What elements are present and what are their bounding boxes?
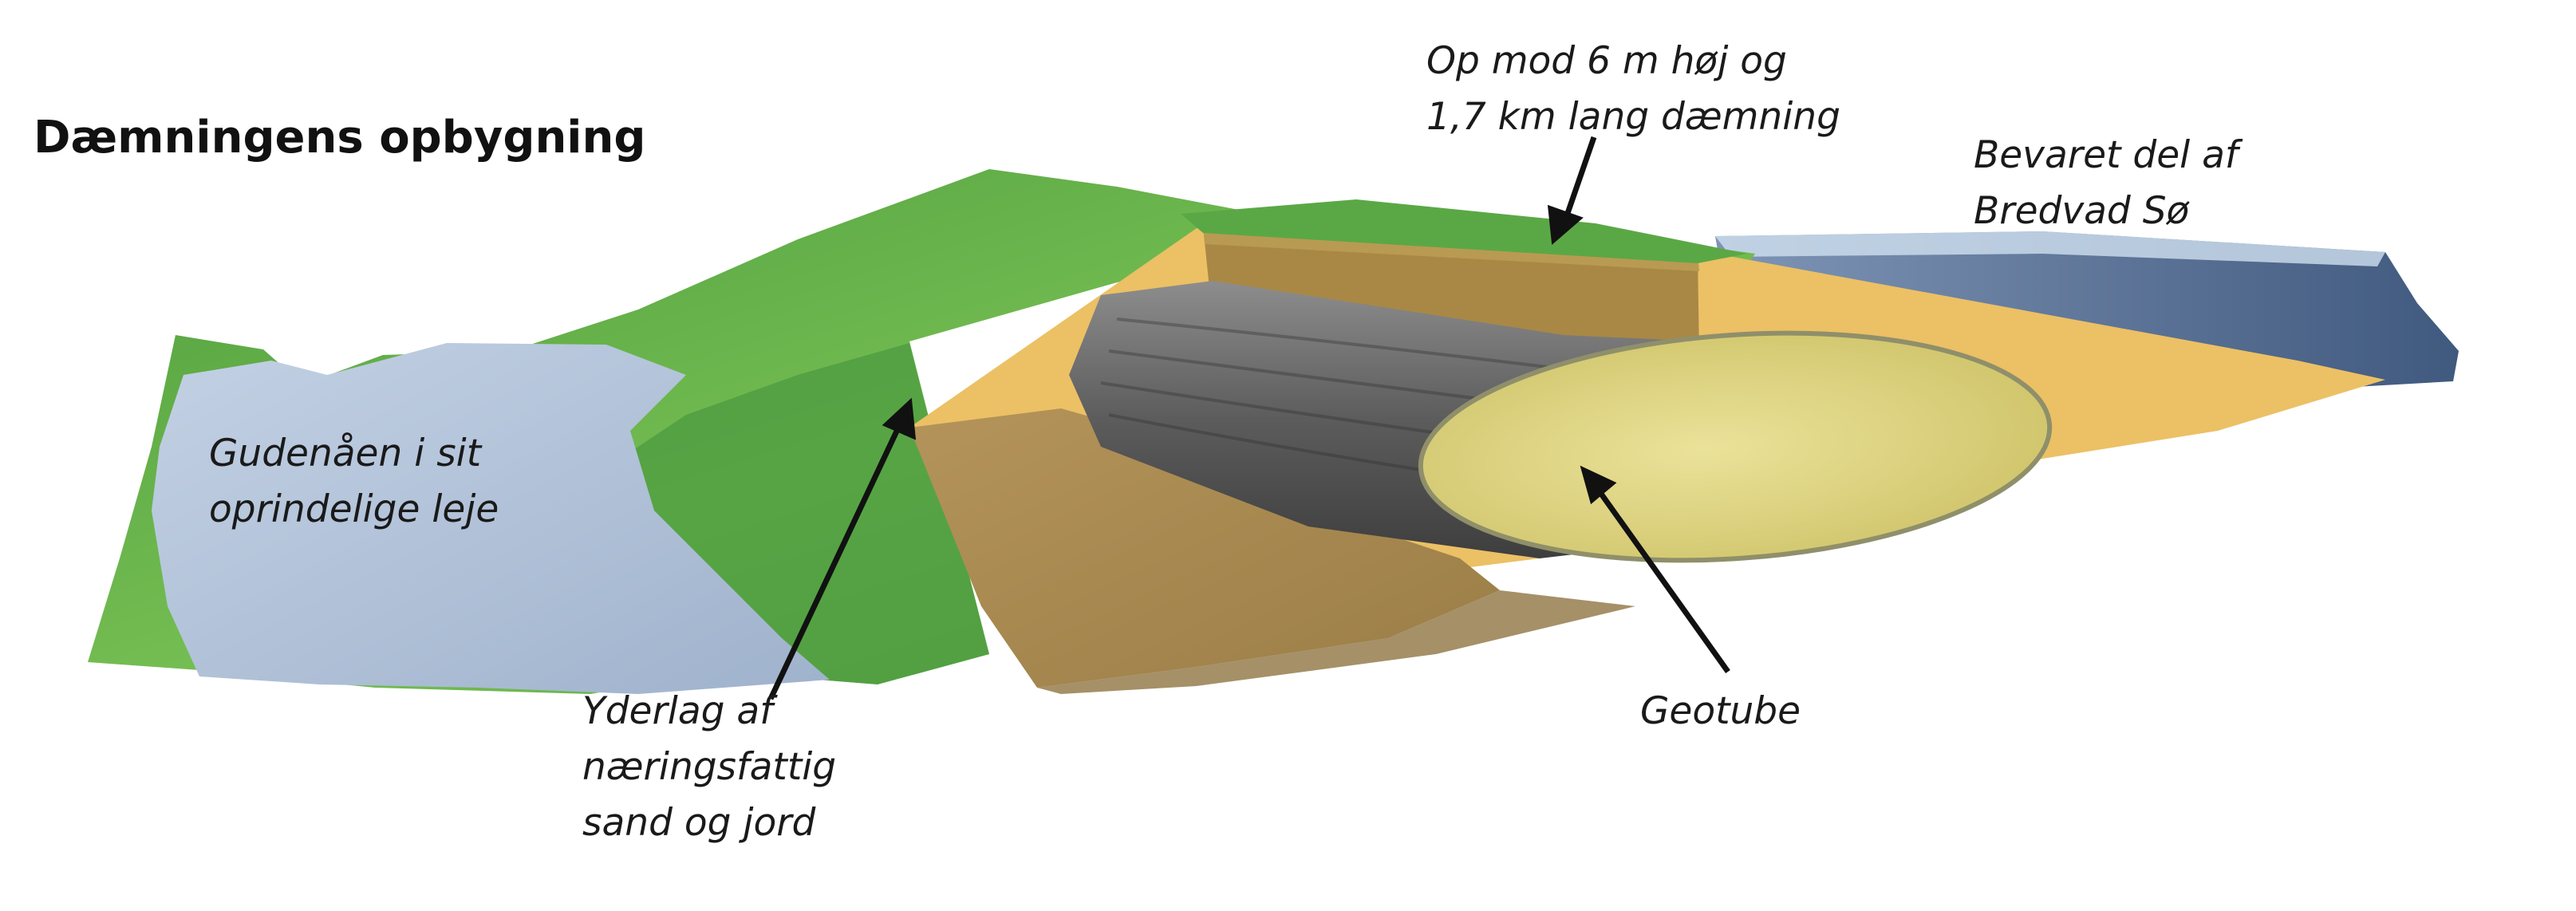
soil-edge [1037,590,1635,694]
arrow-outer-layer [767,397,917,700]
label-dam: Op mod 6 m høj og 1,7 km lang dæmning [1426,34,1840,145]
label-geotube-line: Geotube [1640,689,1801,733]
soil-layer [909,408,1500,688]
label-lake: Bevaret del af Bredvad Sø [1974,128,2238,239]
grass-top [1181,199,1747,263]
label-dam-line: 1,7 km lang dæmning [1426,95,1840,139]
label-dam-line: Op mod 6 m høj og [1426,39,1787,83]
arrow-geotube [1580,465,1730,674]
label-geotube: Geotube [1640,684,1801,739]
diagram-title: Dæmningens opbygning [34,112,646,164]
arrow-dam [1547,136,1597,246]
label-lake-line: Bevaret del af [1974,133,2239,177]
label-river-line: Gudenåen i sit [209,432,482,475]
label-outer-layer-line: sand og jord [582,801,816,845]
label-outer-layer: Yderlag af næringsfattig sand og jord [582,684,836,851]
label-lake-line: Bredvad Sø [1974,189,2190,233]
river [152,343,830,694]
geotube-end [1418,330,2053,563]
label-outer-layer-line: Yderlag af [582,689,773,733]
label-river-line: oprindelige leje [209,487,499,531]
label-river: Gudenåen i sit oprindelige leje [209,426,499,538]
lake-shore [1715,231,2385,266]
label-outer-layer-line: næringsfattig [582,745,837,789]
